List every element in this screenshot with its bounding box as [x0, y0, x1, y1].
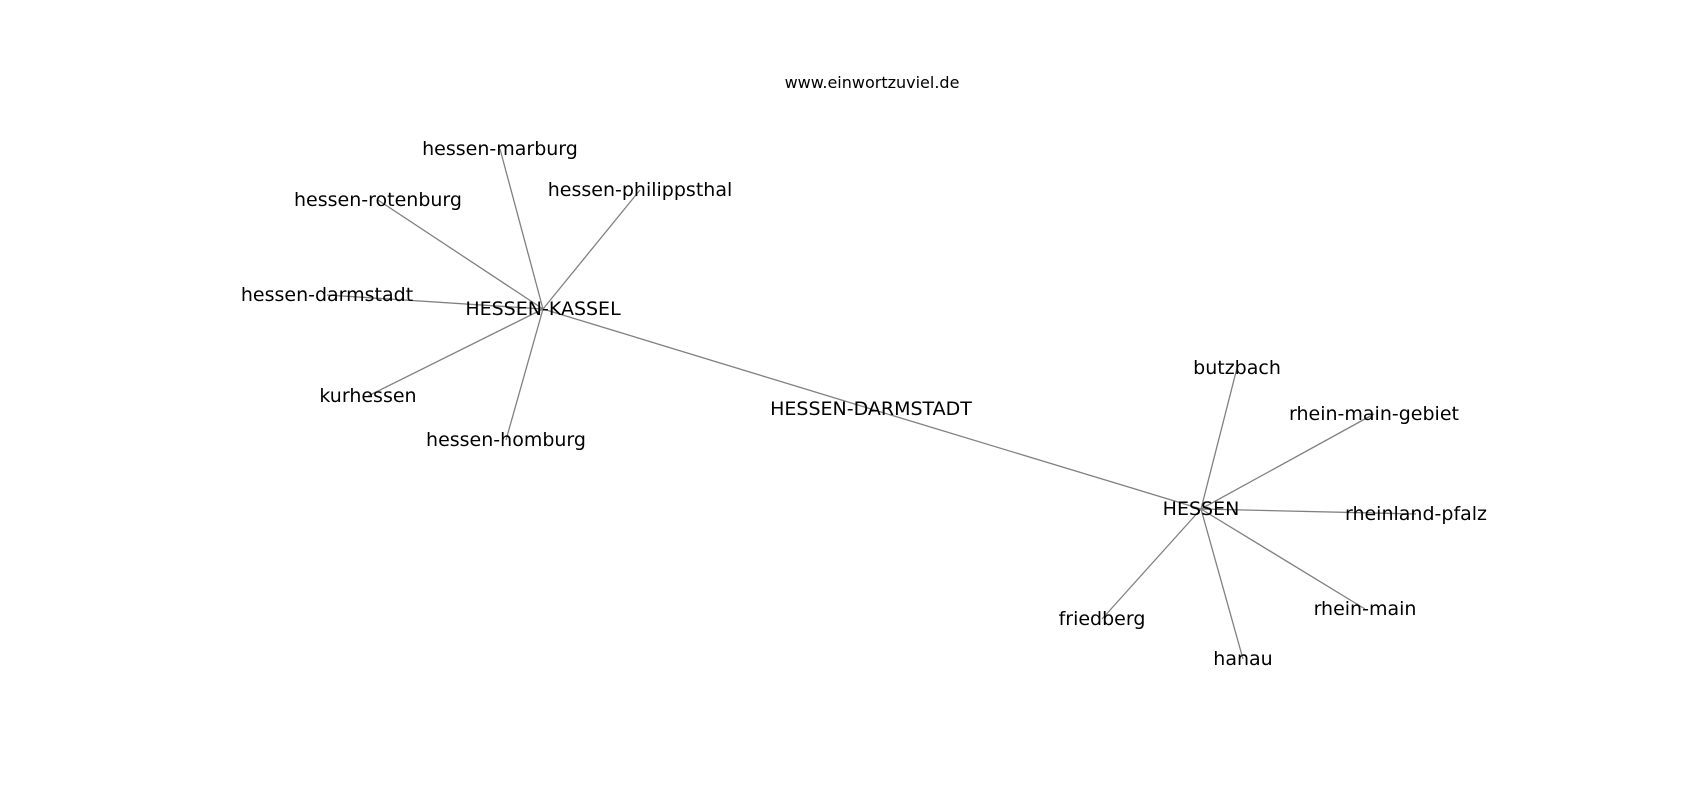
nodes-layer: HESSEN-DARMSTADT HESSEN-KASSEL HESSEN hesse… [241, 138, 1487, 670]
edge-hessen-kassel-hessen-philippsthal [542, 189, 641, 310]
edge-hessen-kassel-hessen-darmstadt [542, 308, 872, 410]
edge-hessen-rheinland-pfalz [1200, 508, 1417, 515]
edges-layer [326, 148, 1417, 660]
edge-hessen-butzbach [1200, 367, 1238, 510]
node-label-hessen-darmstadt: hessen-darmstadt [241, 284, 413, 306]
node-label-rhein-main: rhein-main [1314, 598, 1417, 620]
node-label-butzbach: butzbach [1193, 357, 1281, 379]
node-label-rheinland-pfalz: rheinland-pfalz [1345, 503, 1487, 525]
node-label-hessen-darmstadt: HESSEN-DARMSTADT [770, 398, 972, 420]
edge-hessen-darmstadt-hessen [870, 408, 1202, 510]
site-title: www.einwortzuviel.de [785, 73, 960, 92]
node-label-hessen-philippsthal: hessen-philippsthal [548, 179, 733, 201]
node-label-hessen-marburg: hessen-marburg [422, 138, 578, 160]
edge-hessen-rhein-main-gebiet [1200, 413, 1375, 510]
node-label-hanau: hanau [1213, 648, 1272, 670]
edge-hessen-rhein-main [1200, 508, 1366, 610]
node-label-hessen-rotenburg: hessen-rotenburg [294, 189, 462, 211]
edge-hessen-hanau [1200, 508, 1244, 660]
edge-hessen-kassel-hessen-marburg [499, 148, 544, 310]
node-label-hessen: HESSEN [1163, 498, 1240, 520]
edge-hessen-kassel-hessen-rotenburg [377, 199, 544, 310]
node-label-kurhessen: kurhessen [319, 385, 416, 407]
edge-hessen-kassel-kurhessen [367, 308, 544, 397]
node-label-friedberg: friedberg [1059, 608, 1146, 630]
node-label-hessen-homburg: hessen-homburg [426, 429, 586, 451]
node-label-rhein-main-gebiet: rhein-main-gebiet [1289, 403, 1459, 425]
edge-hessen-kassel-hessen-homburg [505, 308, 544, 441]
node-label-hessen-kassel: HESSEN-KASSEL [465, 298, 621, 320]
edge-hessen-friedberg [1101, 508, 1202, 620]
edge-hessen-kassel-hessen-darmstadt [326, 294, 544, 310]
